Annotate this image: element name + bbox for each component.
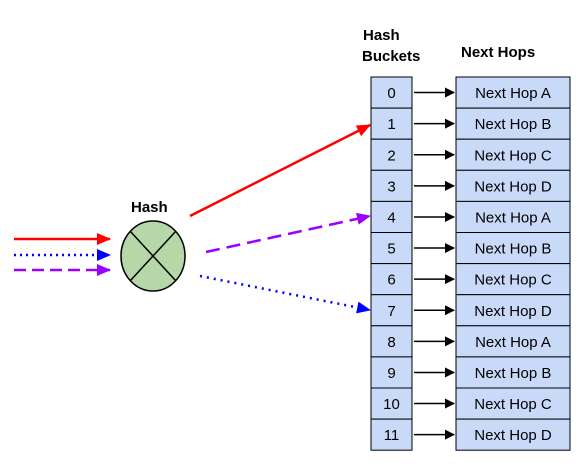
- bucket-row: 6 Next Hop C: [370, 263, 571, 296]
- next-hop-label: Next Hop A: [475, 85, 551, 102]
- next-hop-label: Next Hop B: [475, 241, 552, 258]
- bucket-cell: [370, 138, 413, 171]
- buckets-header-line1: Hash: [363, 27, 400, 44]
- next-hop-cell: [455, 232, 571, 265]
- bucket-row: 11 Next Hop D: [370, 418, 571, 451]
- bucket-cell: [370, 263, 413, 296]
- bucket-index: 4: [387, 209, 395, 226]
- bucket-index: 6: [387, 272, 395, 289]
- bucket-index: 9: [387, 365, 395, 382]
- bucket-row: 4 Next Hop A: [370, 200, 571, 233]
- flow-to-bucket-7: [199, 274, 371, 314]
- bucket-index: 7: [387, 303, 395, 320]
- bucket-row: 2 Next Hop C: [370, 138, 571, 171]
- bucket-row: 3 Next Hop D: [370, 169, 571, 202]
- next-hop-label: Next Hop D: [474, 178, 552, 195]
- bucket-cell: [370, 169, 413, 202]
- bucket-cell: [370, 107, 413, 140]
- bucket-row: 10 Next Hop C: [370, 387, 571, 420]
- bucket-row: 0 Next Hop A: [370, 76, 571, 109]
- next-hop-cell: [455, 418, 571, 451]
- hash-function-node: [120, 220, 186, 292]
- bucket-index: 5: [387, 241, 395, 258]
- bucket-index: 2: [387, 147, 395, 164]
- flow-to-bucket-4: [205, 212, 371, 254]
- next-hop-label: Next Hop A: [475, 209, 551, 226]
- bucket-index: 3: [387, 178, 395, 195]
- next-hop-cell: [455, 356, 571, 389]
- bucket-index: 8: [387, 334, 395, 351]
- bucket-index: 0: [387, 85, 395, 102]
- next-hop-label: Next Hop C: [474, 396, 552, 413]
- next-hop-label: Next Hop B: [475, 365, 552, 382]
- next-hops-header: Next Hops: [461, 44, 535, 61]
- next-hop-label: Next Hop A: [475, 334, 551, 351]
- bucket-index: 1: [387, 116, 395, 133]
- bucket-row: 5 Next Hop B: [370, 232, 571, 265]
- next-hop-cell: [455, 325, 571, 358]
- next-hop-label: Next Hop D: [474, 303, 552, 320]
- bucket-row: 7 Next Hop D: [370, 294, 571, 327]
- next-hop-cell: [455, 107, 571, 140]
- bucket-index: 11: [384, 427, 400, 444]
- bucket-index: 10: [383, 396, 400, 413]
- bucket-row: 8 Next Hop A: [370, 325, 571, 358]
- next-hop-cell: [455, 387, 571, 420]
- bucket-cell: [370, 200, 413, 233]
- bucket-row: 9 Next Hop B: [370, 356, 571, 389]
- next-hop-label: Next Hop B: [475, 116, 552, 133]
- next-hop-label: Next Hop C: [474, 147, 552, 164]
- bucket-cell: [370, 356, 413, 389]
- next-hop-cell: [455, 138, 571, 171]
- next-hop-cell: [455, 294, 571, 327]
- bucket-cell: [370, 76, 413, 109]
- buckets-header-line2: Buckets: [362, 48, 420, 65]
- next-hop-cell: [455, 263, 571, 296]
- next-hop-cell: [455, 76, 571, 109]
- flow-to-bucket-1: [189, 123, 371, 218]
- next-hop-label: Next Hop D: [474, 427, 552, 444]
- bucket-row: 1 Next Hop B: [370, 107, 571, 140]
- bucket-cell: [370, 418, 413, 451]
- next-hop-label: Next Hop C: [474, 272, 552, 289]
- hash-label: Hash: [131, 199, 168, 216]
- next-hop-cell: [455, 200, 571, 233]
